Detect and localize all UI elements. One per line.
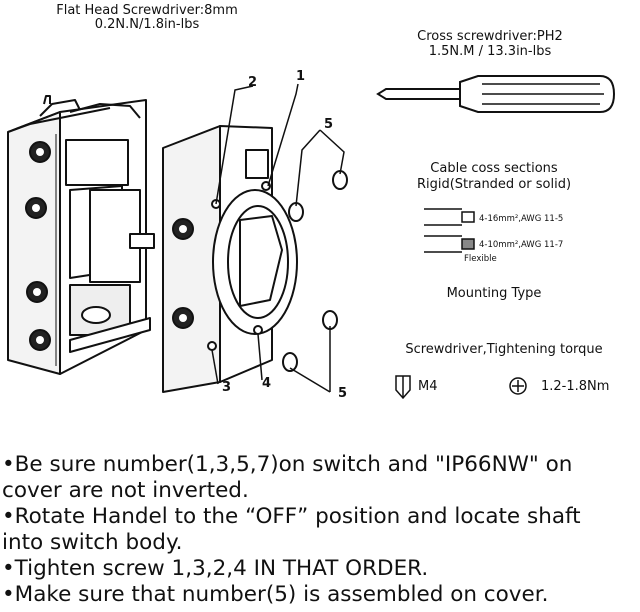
assembly-diagram: Flat Head Screwdriver:8mm 0.2N.N/1.8in-l… — [7, 3, 616, 401]
torque-heading: Screwdriver,Tightening torque — [405, 342, 602, 357]
switch-body-illustration — [7, 95, 155, 375]
instruction-line: •Tighten screw 1,3,2,4 IN THAT ORDER. — [2, 556, 429, 581]
cable-sections-line1: Cable coss sections — [430, 161, 558, 176]
flexible-cable-icon — [424, 235, 475, 253]
cover-knob-parts — [282, 170, 348, 372]
instruction-line: into switch body. — [2, 530, 183, 555]
cross-head-screw-icon — [509, 377, 527, 395]
callout-number-2: 2 — [248, 75, 257, 90]
callout-number-3: 3 — [222, 380, 231, 395]
rigid-cable-spec: 4-16mm²,AWG 11-5 — [479, 214, 563, 224]
flat-screwdriver-line2: 0.2N.N/1.8in-lbs — [95, 17, 200, 32]
instruction-line: cover are not inverted. — [2, 478, 249, 503]
instruction-list: •Be sure number(1,3,5,7)on switch and "I… — [2, 452, 638, 608]
mounting-type-label: Mounting Type — [447, 286, 542, 301]
flat-screwdriver-line1: Flat Head Screwdriver:8mm — [56, 3, 238, 18]
cable-sections-line2: Rigid(Stranded or solid) — [417, 177, 571, 192]
callout-leader-lines — [211, 83, 345, 393]
cross-screwdriver-icon — [376, 75, 616, 113]
callout-number-5-bottom: 5 — [338, 386, 347, 401]
callout-number-4: 4 — [262, 376, 271, 391]
instruction-line: •Rotate Handel to the “OFF” position and… — [2, 504, 581, 529]
cross-screwdriver-line1: Cross screwdriver:PH2 — [417, 29, 563, 44]
instruction-line: •Make sure that number(5) is assembled o… — [2, 582, 549, 607]
flexible-cable-spec: 4-10mm²,AWG 11-7 — [479, 240, 563, 250]
cover-illustration — [162, 125, 298, 393]
instruction-line: •Be sure number(1,3,5,7)on switch and "I… — [2, 452, 573, 477]
callout-number-1: 1 — [296, 69, 305, 84]
flexible-label: Flexible — [464, 254, 497, 264]
torque-range: 1.2-1.8Nm — [541, 379, 609, 394]
torque-screw-size: M4 — [418, 379, 438, 394]
flat-bit-icon — [395, 375, 411, 400]
rigid-cable-icon — [424, 208, 475, 226]
cross-screwdriver-line2: 1.5N.M / 13.3in-lbs — [429, 44, 552, 59]
callout-number-5-top: 5 — [324, 117, 333, 132]
